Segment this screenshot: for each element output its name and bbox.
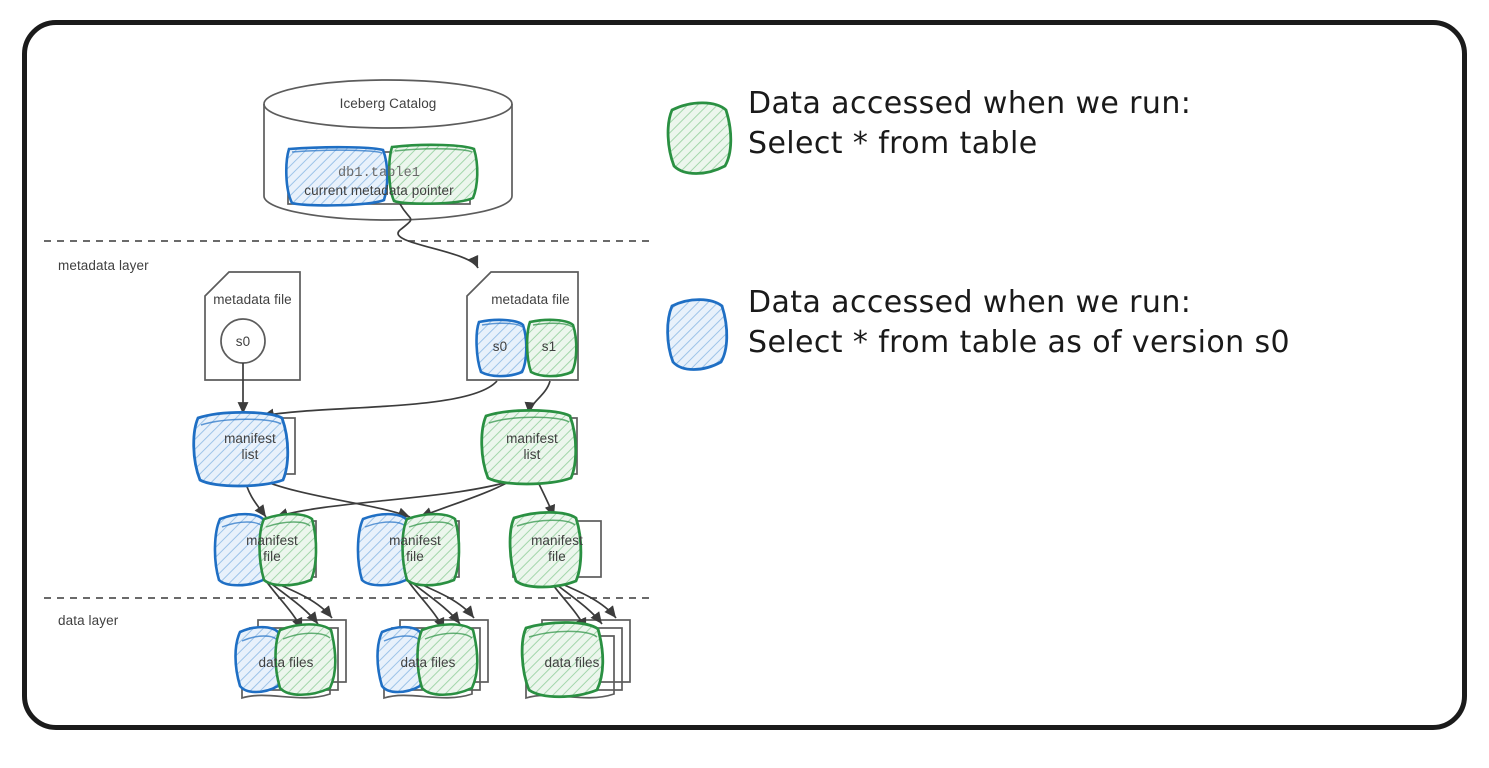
catalog-entry-name: db1.table1 [337, 166, 420, 181]
snapshot-label-s1-right: s1 [541, 339, 557, 354]
highlight-snapshot-s1-green [525, 318, 578, 378]
highlight-manifest-file-3-green [508, 511, 583, 589]
snapshot-label-s0-left: s0 [235, 334, 251, 349]
highlight-catalog-blue [285, 145, 389, 207]
metadata-file-label-left: metadata file [213, 292, 292, 307]
highlight-manifest-file-1-green [258, 512, 318, 587]
manifest-file-label-line1: manifest [246, 533, 298, 548]
manifest-list-label-line2: list [241, 447, 259, 462]
highlight-data-files-2-blue [376, 625, 426, 694]
legend-blue-line2: Select * from table as of version s0 [748, 325, 1291, 360]
legend-green-line2: Select * from table [748, 126, 1038, 161]
highlight-manifest-list-left-blue [192, 410, 290, 488]
highlight-snapshot-s0-blue [475, 318, 528, 378]
manifest-list-label-line2: list [523, 447, 541, 462]
outer-frame-border [22, 20, 1467, 730]
metadata-layer-label: metadata layer [58, 258, 149, 273]
manifest-file-label-line1: manifest [531, 533, 583, 548]
legend-blue-line1: Data accessed when we run: [748, 285, 1192, 320]
legend-green-line1: Data accessed when we run: [748, 86, 1192, 121]
highlight-manifest-list-right-green [480, 408, 578, 486]
highlight-data-files-2-green [416, 623, 479, 697]
manifest-list-label-left: manifest list [200, 431, 300, 463]
iceberg-catalog-cylinder [263, 79, 513, 221]
data-files-label-3: data files [544, 655, 600, 670]
manifest-file-label-line2: file [263, 549, 281, 564]
legend-item-green-text: Data accessed when we run: Select * from… [748, 84, 1191, 164]
manifest-file-label-1: manifest file [222, 533, 322, 565]
legend-swatch-blue [666, 298, 729, 371]
legend-swatch-green [666, 101, 733, 175]
connector-arrows [237, 203, 617, 631]
metadata-file-label-right: metadata file [491, 292, 570, 307]
manifest-file-label-line2: file [406, 549, 424, 564]
highlight-data-files-1-blue [234, 625, 284, 694]
catalog-entry-subtitle: current metadata pointer [304, 183, 454, 198]
legend-item-blue-text: Data accessed when we run: Select * from… [748, 283, 1290, 363]
data-files-label-2: data files [400, 655, 456, 670]
manifest-file-label-line1: manifest [389, 533, 441, 548]
manifest-file-label-2: manifest file [365, 533, 465, 565]
manifest-list-label-right: manifest list [482, 431, 582, 463]
highlight-data-files-3-green [520, 621, 605, 699]
catalog-title-label: Iceberg Catalog [339, 96, 437, 111]
highlight-catalog-green [387, 143, 479, 205]
snapshot-label-s0-right: s0 [492, 339, 508, 354]
manifest-file-label-line2: file [548, 549, 566, 564]
data-layer-label: data layer [58, 613, 119, 628]
data-files-label-1: data files [258, 655, 314, 670]
manifest-list-label-line1: manifest [506, 431, 558, 446]
highlight-data-files-1-green [274, 623, 337, 697]
manifest-list-label-line1: manifest [224, 431, 276, 446]
manifest-file-label-3: manifest file [507, 533, 607, 565]
highlight-manifest-file-2-green [401, 512, 461, 587]
